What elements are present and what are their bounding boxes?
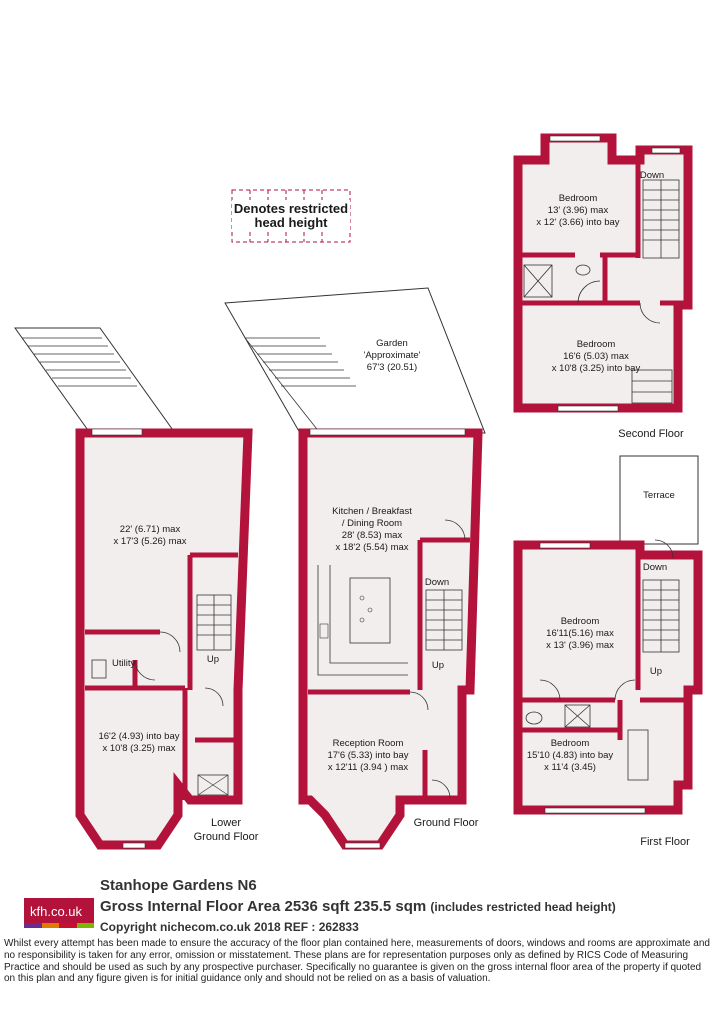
lg-main-room-dim1: 22' (6.71) max — [120, 524, 181, 535]
second-floor: Down Bedroom 13' (3.96) max x 12' (3.66)… — [513, 133, 693, 440]
garden-dim: 67'3 (20.51) — [367, 362, 417, 373]
first-floor: Terrace Down Up Bedroom 16'11(5.16 — [513, 455, 703, 848]
first-floor-label: First Floor — [640, 836, 690, 848]
first-bedroom1-label: Bedroom — [561, 616, 600, 627]
ground-floor-label: Ground Floor — [414, 817, 479, 829]
garden-label: Garden — [376, 338, 408, 349]
first-up-label: Up — [650, 666, 662, 677]
lg-utility-label: Utility — [112, 658, 135, 669]
restricted-legend-line1: Denotes restricted — [234, 201, 348, 216]
reception-label: Reception Room — [333, 738, 404, 749]
second-bedroom2-label: Bedroom — [577, 339, 616, 350]
first-bedroom1-dim1: 16'11(5.16) max — [546, 628, 614, 639]
kitchen-label-2: / Dining Room — [342, 518, 402, 529]
first-bedroom2-dim2: x 11'4 (3.45) — [544, 762, 596, 773]
lower-ground-floor: 22' (6.71) max x 17'3 (5.26) max Utility… — [14, 327, 259, 850]
kfh-logo: kfh.co.uk — [24, 898, 94, 928]
kitchen-dim2: x 18'2 (5.54) max — [335, 542, 408, 553]
second-bedroom1-dim1: 13' (3.96) max — [548, 205, 609, 216]
kfh-logo-text: kfh.co.uk — [30, 904, 83, 919]
lg-front-room-dim2: x 10'8 (3.25) max — [102, 743, 175, 754]
first-bedroom2-label: Bedroom — [551, 738, 590, 749]
floor-plan: Denotes restricted head height — [14, 133, 703, 850]
terrace-label: Terrace — [643, 490, 675, 501]
first-down-label: Down — [643, 562, 667, 573]
lg-up-label: Up — [207, 654, 219, 665]
second-bedroom2-dim1: 16'6 (5.03) max — [563, 351, 629, 362]
restricted-legend: Denotes restricted head height — [231, 189, 351, 243]
lower-ground-floor-label-2: Ground Floor — [194, 831, 259, 843]
floor-area-note: (includes restricted head height) — [430, 900, 616, 914]
kfh-logo-colorbar — [24, 923, 94, 928]
second-bedroom1-label: Bedroom — [559, 193, 598, 204]
kitchen-dim1: 28' (8.53) max — [342, 530, 403, 541]
second-floor-label: Second Floor — [618, 428, 684, 440]
second-down-label: Down — [640, 170, 664, 181]
second-bedroom1-dim2: x 12' (3.66) into bay — [536, 217, 619, 228]
property-address: Stanhope Gardens N6 — [100, 877, 257, 894]
floor-area-value: Gross Internal Floor Area 2536 sqft 235.… — [100, 898, 427, 915]
ground-floor: Garden 'Approximate' 67'3 (20.51) — [224, 287, 486, 850]
ground-down-label: Down — [425, 577, 449, 588]
first-bedroom1-dim2: x 13' (3.96) max — [546, 640, 614, 651]
lower-ground-floor-label-1: Lower — [211, 817, 241, 829]
copyright: Copyright nichecom.co.uk 2018 REF : 2628… — [100, 920, 359, 934]
garden-approx-label: 'Approximate' — [364, 350, 421, 361]
lg-main-room-dim2: x 17'3 (5.26) max — [113, 536, 186, 547]
ground-up-label: Up — [432, 660, 444, 671]
first-bedroom2-dim1: 15'10 (4.83) into bay — [527, 750, 614, 761]
reception-dim1: 17'6 (5.33) into bay — [327, 750, 408, 761]
disclaimer: Whilst every attempt has been made to en… — [4, 938, 710, 985]
reception-dim2: x 12'11 (3.94 ) max — [328, 762, 409, 773]
lg-front-room-dim1: 16'2 (4.93) into bay — [98, 731, 179, 742]
second-bedroom2-dim2: x 10'8 (3.25) into bay — [552, 363, 641, 374]
restricted-legend-line2: head height — [255, 215, 329, 230]
kitchen-label-1: Kitchen / Breakfast — [332, 506, 412, 517]
floor-area: Gross Internal Floor Area 2536 sqft 235.… — [100, 898, 616, 915]
